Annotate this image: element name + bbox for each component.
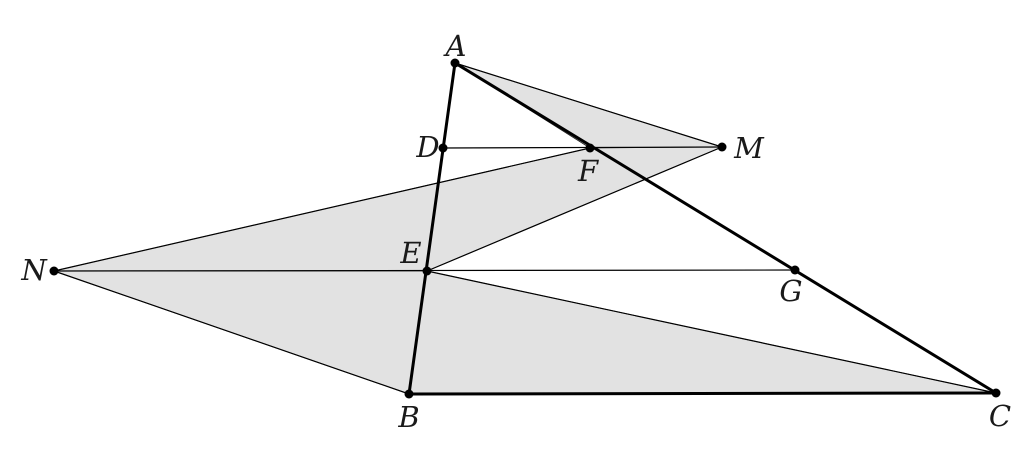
point-label-F: F — [577, 154, 599, 188]
segment-NB — [53, 270, 410, 395]
segment-EC — [426, 270, 997, 394]
point-dot-G — [790, 265, 800, 275]
point-dot-A — [450, 58, 460, 68]
point-dot-E — [422, 266, 432, 276]
point-label-B: B — [397, 400, 419, 434]
point-label-C: C — [989, 399, 1011, 433]
point-dot-C — [991, 388, 1001, 398]
segment-DM — [442, 146, 723, 149]
segment-AM — [454, 62, 723, 148]
shaded-triangle-EBC — [408, 270, 997, 395]
point-dot-N — [49, 266, 59, 276]
point-label-N: N — [20, 253, 48, 287]
shaded-triangle-NEB — [53, 270, 428, 395]
point-label-A: A — [443, 29, 467, 63]
point-dot-B — [404, 389, 414, 399]
segment-EM — [426, 146, 723, 272]
point-label-D: D — [415, 130, 439, 164]
point-label-E: E — [399, 236, 421, 270]
edge-AB — [407, 61, 457, 396]
segment-NF — [53, 147, 591, 272]
point-label-G: G — [779, 274, 802, 308]
edge-AC — [453, 61, 998, 395]
edge-BC — [407, 391, 998, 396]
point-label-M: M — [733, 131, 765, 165]
point-dot-D — [438, 143, 448, 153]
point-dot-F — [585, 143, 595, 153]
point-dot-M — [717, 142, 727, 152]
